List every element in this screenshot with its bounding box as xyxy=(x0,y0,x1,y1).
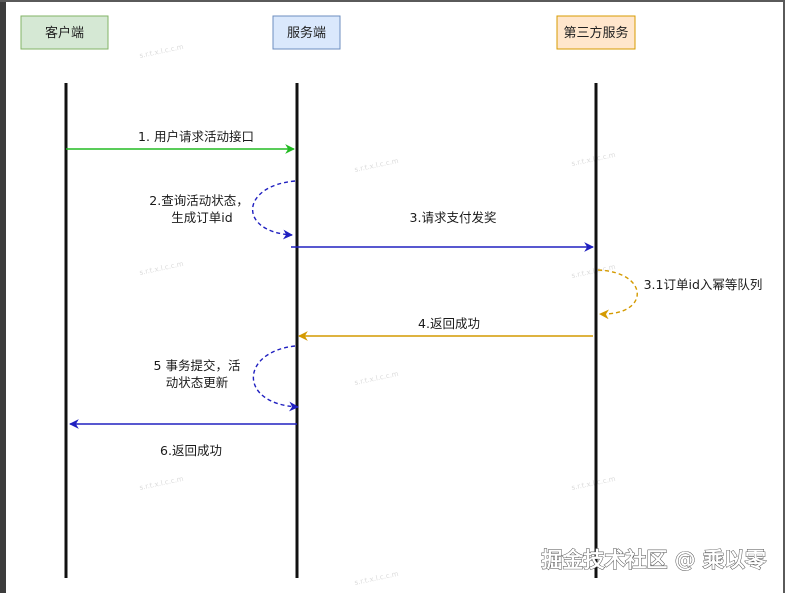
self-call-arrow-3-1 xyxy=(597,269,638,320)
watermark: s.r.t.x.l.c.c.m xyxy=(354,157,400,174)
participant-client: 客户端 xyxy=(20,15,109,50)
message-label-5-line-2: 动状态更新 xyxy=(166,375,229,390)
message-label-2-line-1: 2.查询活动状态， xyxy=(149,193,248,208)
participant-server-box xyxy=(272,15,341,50)
window-left-edge xyxy=(0,0,6,593)
watermark: s.r.t.x.l.c.c.m xyxy=(571,475,617,492)
message-label-1: 1. 用户请求活动接口 xyxy=(138,129,254,144)
watermark: s.r.t.x.l.c.c.m xyxy=(139,43,185,60)
watermark: s.r.t.x.l.c.c.m xyxy=(354,370,400,387)
watermark: s.r.t.x.l.c.c.m xyxy=(571,151,617,168)
participant-server: 服务端 xyxy=(272,15,341,50)
participant-client-label: 客户端 xyxy=(45,25,84,41)
participant-server-label: 服务端 xyxy=(287,25,326,41)
participant-third-party: 第三方服务 xyxy=(556,15,636,50)
window-top-edge xyxy=(0,0,785,2)
watermark: s.r.t.x.l.c.c.m xyxy=(571,263,617,280)
watermark-layer: s.r.t.x.l.c.c.m s.r.t.x.l.c.c.m s.r.t.x.… xyxy=(139,43,617,587)
message-label-4: 4.返回成功 xyxy=(418,316,480,331)
message-label-2-line-2: 生成订单id xyxy=(171,210,232,225)
brand-watermark: 掘金技术社区 @ 乘以零 xyxy=(541,548,767,572)
window-right-edge xyxy=(783,0,785,593)
message-label-6: 6.返回成功 xyxy=(160,443,222,458)
self-call-arrow-2 xyxy=(252,180,296,240)
watermark: s.r.t.x.l.c.c.m xyxy=(354,570,400,587)
message-label-3-1: 3.1订单id入幂等队列 xyxy=(644,277,763,292)
participant-client-box xyxy=(20,15,109,50)
self-call-arrow-5 xyxy=(252,345,299,412)
watermark: s.r.t.x.l.c.c.m xyxy=(139,475,185,492)
participant-third-party-box xyxy=(556,15,636,50)
participant-third-party-label: 第三方服务 xyxy=(563,25,628,41)
watermark: s.r.t.x.l.c.c.m xyxy=(139,260,185,277)
message-label-5-line-1: 5 事务提交，活 xyxy=(154,358,241,373)
message-label-3: 3.请求支付发奖 xyxy=(410,210,497,225)
